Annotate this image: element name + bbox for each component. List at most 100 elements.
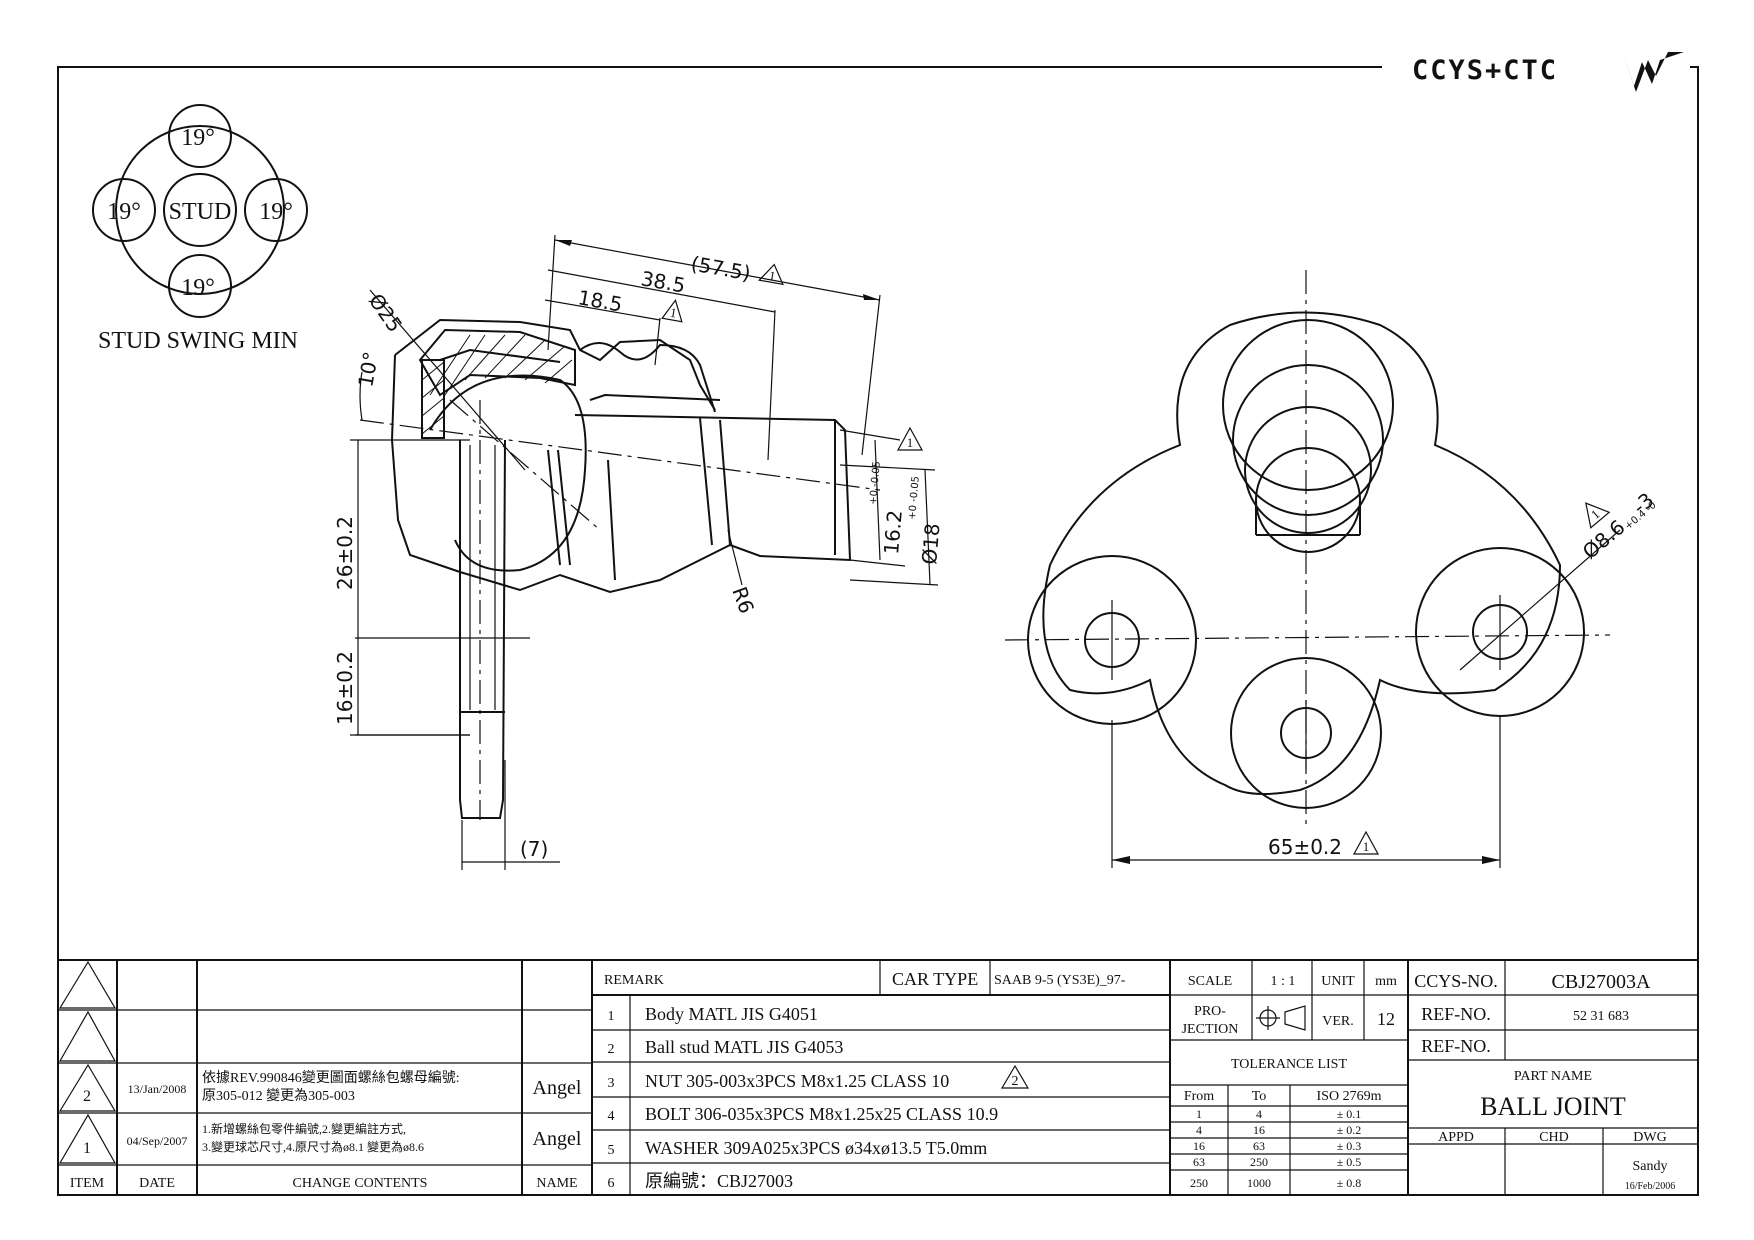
swing-center-label: STUD bbox=[169, 199, 232, 225]
remark-item-1: Body MATL JIS G4051 bbox=[645, 1004, 818, 1024]
rev-row-4-content-1: 1.新增螺絲包零件編號,2.變更編註方式, bbox=[202, 1121, 406, 1136]
sheet-border bbox=[57, 66, 1699, 1196]
remarks-table: REMARK CAR TYPE SAAB 9-5 (YS3E)_97- 1 Bo… bbox=[592, 960, 1171, 1195]
part-name-label: PART NAME bbox=[1514, 1069, 1592, 1084]
svg-text:16: 16 bbox=[1193, 1139, 1205, 1153]
svg-text:1: 1 bbox=[1363, 839, 1370, 854]
title-block: 2 1 13/Jan/2008 04/Sep/2007 依據REV.990846… bbox=[58, 959, 1698, 1195]
appd-label: APPD bbox=[1438, 1130, 1474, 1145]
svg-text:1: 1 bbox=[608, 1009, 615, 1024]
svg-text:From: From bbox=[1184, 1089, 1214, 1104]
revision-table: 2 1 13/Jan/2008 04/Sep/2007 依據REV.990846… bbox=[58, 960, 593, 1195]
svg-text:± 0.2: ± 0.2 bbox=[1337, 1123, 1362, 1137]
svg-text:4: 4 bbox=[1256, 1107, 1262, 1121]
rev-row-2-mark-icon bbox=[58, 1010, 117, 1062]
scale-value: 1 : 1 bbox=[1271, 974, 1296, 989]
rev-row-3-mark: 2 bbox=[83, 1088, 91, 1105]
ccys-no-label: CCYS-NO. bbox=[1414, 971, 1498, 991]
dim-18-5: 18.5 bbox=[576, 285, 624, 316]
swing-angle-bottom: 19° bbox=[181, 275, 215, 301]
svg-text:1: 1 bbox=[1196, 1107, 1202, 1121]
unit-value: mm bbox=[1375, 974, 1397, 989]
remark-header: REMARK bbox=[604, 973, 664, 988]
swing-angle-right: 19° bbox=[259, 199, 293, 225]
ref-no-value: 52 31 683 bbox=[1573, 1009, 1629, 1024]
dim-16: 16±0.2 bbox=[333, 651, 357, 725]
remark-item-5: WASHER 309A025x3PCS ø34xø13.5 T5.0mm bbox=[645, 1138, 987, 1158]
svg-text:250: 250 bbox=[1190, 1176, 1208, 1190]
rev-row-4-date: 04/Sep/2007 bbox=[127, 1134, 188, 1148]
dim-dia-25: Ø25 bbox=[364, 289, 407, 337]
dim-38-5: 38.5 bbox=[639, 266, 687, 297]
dwg-label: DWG bbox=[1633, 1130, 1666, 1145]
stud-swing-diagram: STUD 19° 19° 19° 19° STUD SWING MIN bbox=[92, 104, 308, 354]
dim-hole-qty: -3 bbox=[1628, 488, 1659, 519]
rev-triangle-icon bbox=[758, 263, 784, 286]
top-view: Ø8.6 +0.4 -0 -3 1 65±0.2 1 bbox=[1004, 270, 1659, 868]
rev-triangle-icon bbox=[661, 298, 683, 323]
ver-label: VER. bbox=[1322, 1014, 1354, 1029]
dim-7: (7) bbox=[520, 837, 548, 861]
rev-row-1-mark-icon bbox=[58, 960, 117, 1009]
rev-row-3-content-2: 原305-012 變更為305-003 bbox=[202, 1088, 355, 1104]
svg-text:± 0.1: ± 0.1 bbox=[1337, 1107, 1362, 1121]
svg-text:250: 250 bbox=[1250, 1155, 1268, 1169]
rev-triangle-icon bbox=[896, 426, 924, 451]
dwg-date: 16/Feb/2006 bbox=[1625, 1181, 1676, 1192]
dim-dia-18: Ø18 bbox=[917, 522, 944, 565]
remark-item-2: Ball stud MATL JIS G4053 bbox=[645, 1037, 843, 1057]
svg-text:63: 63 bbox=[1253, 1139, 1265, 1153]
ref-no-label-2: REF-NO. bbox=[1421, 1036, 1491, 1056]
rev-row-4-content-2: 3.變更球芯尺寸,4.原尺寸為ø8.1 變更為ø8.6 bbox=[202, 1139, 424, 1154]
svg-text:± 0.8: ± 0.8 bbox=[1337, 1176, 1362, 1190]
dim-26: 26±0.2 bbox=[333, 516, 357, 590]
rev-row-4-mark: 1 bbox=[83, 1140, 91, 1157]
company-logo: CCYS+CTC bbox=[1412, 52, 1684, 92]
rev-triangle-icon bbox=[1352, 830, 1380, 855]
rev-triangle-icon bbox=[1585, 502, 1611, 529]
svg-text:4: 4 bbox=[608, 1109, 615, 1124]
ver-value: 12 bbox=[1377, 1009, 1395, 1029]
svg-text:1000: 1000 bbox=[1247, 1176, 1271, 1190]
swing-angle-left: 19° bbox=[107, 199, 141, 225]
part-name-value: BALL JOINT bbox=[1480, 1092, 1626, 1121]
dim-angle-10: 10° bbox=[353, 350, 383, 389]
svg-text:4: 4 bbox=[1196, 1123, 1202, 1137]
svg-text:63: 63 bbox=[1193, 1155, 1205, 1169]
dim-dia-18-tol: +0 -0.05 bbox=[907, 476, 922, 521]
dim-pitch: 65±0.2 bbox=[1268, 835, 1342, 859]
remark-item-4: BOLT 306-035x3PCS M8x1.25x25 CLASS 10.9 bbox=[645, 1104, 998, 1124]
rev-row-4-name: Angel bbox=[533, 1128, 582, 1150]
svg-text:2: 2 bbox=[608, 1042, 615, 1057]
svg-text:3: 3 bbox=[608, 1076, 615, 1091]
dwg-name: Sandy bbox=[1633, 1159, 1668, 1174]
rev-header-change: CHANGE CONTENTS bbox=[293, 1176, 428, 1191]
svg-text:ISO 2769m: ISO 2769m bbox=[1317, 1089, 1382, 1104]
dim-57-5: (57.5) bbox=[689, 251, 752, 285]
rev-row-3-content-1: 依據REV.990846變更圖面螺絲包螺母編號: bbox=[202, 1070, 460, 1086]
dim-16-2-tol: +0 -0.05 bbox=[868, 461, 883, 506]
svg-text:1: 1 bbox=[768, 268, 777, 284]
rev-row-4-mark-icon bbox=[58, 1113, 117, 1164]
svg-text:To: To bbox=[1252, 1089, 1267, 1104]
side-view: (57.5) 1 38.5 18.5 1 Ø25 10° 26±0.2 16±0… bbox=[333, 234, 945, 870]
projection-label-2: JECTION bbox=[1182, 1022, 1239, 1037]
svg-text:16: 16 bbox=[1253, 1123, 1265, 1137]
part-info-block: CCYS-NO. CBJ27003A REF-NO. 52 31 683 REF… bbox=[1408, 960, 1698, 1195]
svg-text:1: 1 bbox=[669, 305, 678, 321]
svg-text:5: 5 bbox=[608, 1143, 615, 1158]
car-type-label: CAR TYPE bbox=[892, 969, 978, 989]
tolerance-title: TOLERANCE LIST bbox=[1231, 1057, 1347, 1072]
scale-tolerance-block: SCALE 1 : 1 UNIT mm PRO- JECTION VER. 12… bbox=[1170, 960, 1409, 1195]
svg-text:1: 1 bbox=[907, 435, 914, 450]
rev-header-item: ITEM bbox=[70, 1176, 105, 1191]
remark-item-6: 原編號：CBJ27003 bbox=[645, 1171, 793, 1191]
dim-16-2: 16.2 bbox=[879, 509, 907, 555]
rev-header-name: NAME bbox=[536, 1176, 577, 1191]
swing-angle-top: 19° bbox=[181, 125, 215, 151]
svg-text:± 0.3: ± 0.3 bbox=[1337, 1139, 1362, 1153]
rev-row-3-mark-icon bbox=[58, 1063, 117, 1112]
car-type-value: SAAB 9-5 (YS3E)_97- bbox=[994, 973, 1126, 988]
rev-row-3-name: Angel bbox=[533, 1077, 582, 1099]
